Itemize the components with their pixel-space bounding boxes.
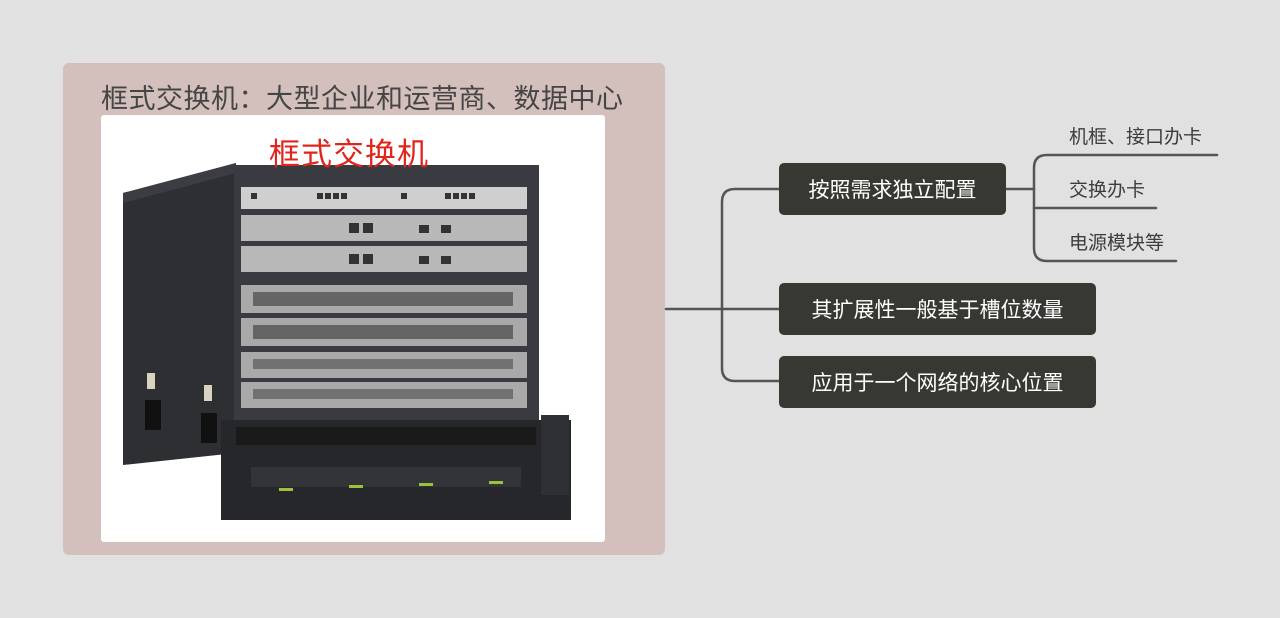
chassis-switch-illustration	[123, 163, 571, 520]
chassis-switch-photo: 框式交换机	[101, 115, 605, 542]
branch-node-independent-config[interactable]: 按照需求独立配置	[779, 163, 1006, 215]
branch-node-core-position[interactable]: 应用于一个网络的核心位置	[779, 356, 1096, 408]
chassis-switch-card: 框式交换机：大型企业和运营商、数据中心	[63, 63, 665, 555]
branch-node-scalability[interactable]: 其扩展性一般基于槽位数量	[779, 283, 1096, 335]
leaf-switch-card[interactable]: 交换办卡	[1069, 179, 1146, 201]
leaf-power-module[interactable]: 电源模块等	[1069, 232, 1165, 254]
leaf-chassis-interface-card[interactable]: 机框、接口办卡	[1069, 126, 1203, 148]
card-title: 框式交换机：大型企业和运营商、数据中心	[101, 84, 624, 115]
photo-caption: 框式交换机	[269, 137, 429, 173]
